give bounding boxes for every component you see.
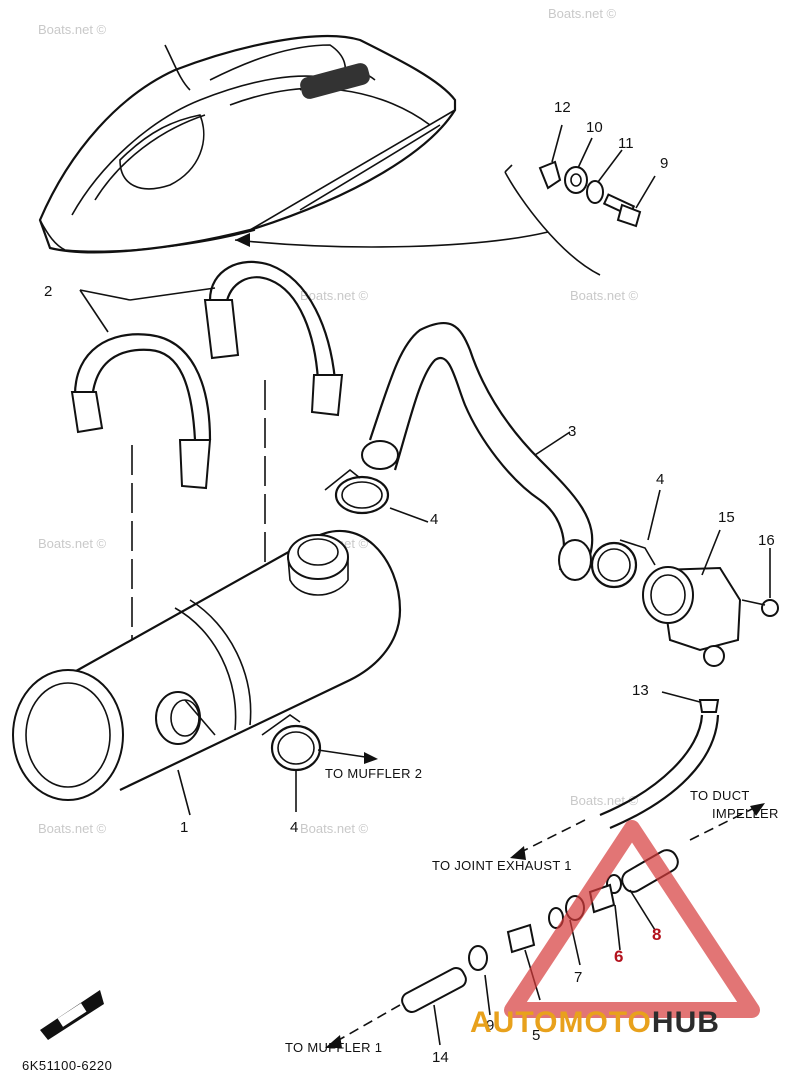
leader-line <box>234 164 601 276</box>
callout-13: 13 <box>632 682 649 699</box>
callout-4: 4 <box>430 511 438 528</box>
strap-parts <box>70 260 344 490</box>
callout-9: 9 <box>660 155 668 172</box>
callout-16: 16 <box>758 532 775 549</box>
automotohub-logo: AUTOMOTOHUB <box>470 1006 720 1040</box>
watermark: Boats.net © <box>38 22 107 37</box>
callout-7: 7 <box>574 969 582 986</box>
watermarks: Boats.net © Boats.net © Boats.net © Boat… <box>38 6 639 836</box>
diagram-part-number: 6K51100-6220 <box>22 1058 113 1073</box>
bracket-hardware-group <box>538 124 656 228</box>
watermark: Boats.net © <box>300 821 369 836</box>
small-hose <box>510 691 720 860</box>
muffler-body <box>12 529 402 816</box>
note-impeller: IMPELLER <box>712 806 779 821</box>
automotohub-triangle-logo <box>504 820 760 1018</box>
hose-clamps <box>261 468 661 812</box>
lower-fittings <box>325 803 765 1048</box>
note-to-duct: TO DUCT <box>690 788 750 803</box>
jet-ski-illustration <box>38 34 457 254</box>
alignment-lines <box>131 380 266 640</box>
front-direction-icon <box>40 990 104 1040</box>
callout-4: 4 <box>656 471 664 488</box>
callout-9: 9 <box>486 1017 494 1034</box>
note-to-muffler-1: TO MUFFLER 1 <box>285 1040 382 1055</box>
logo-text-hub: HUB <box>651 1006 720 1039</box>
watermark: Boats.net © <box>570 288 639 303</box>
watermark: Boats.net © <box>548 6 617 21</box>
note-to-joint-exhaust: TO JOINT EXHAUST 1 <box>432 858 572 873</box>
callout-3: 3 <box>568 423 576 440</box>
direction-notes: TO MUFFLER 2 TO DUCT IMPELLER TO JOINT E… <box>285 749 779 1055</box>
callout-2: 2 <box>44 283 52 300</box>
callout-14: 14 <box>432 1049 449 1066</box>
note-to-muffler-2: TO MUFFLER 2 <box>325 766 422 781</box>
logo-text-automoto: AUTOMOTO <box>470 1006 652 1039</box>
callout-labels: 1 2 3 4 4 4 5 6 7 8 9 9 10 11 12 13 14 1… <box>44 99 775 1066</box>
callout-6: 6 <box>614 947 623 966</box>
callout-5: 5 <box>532 1027 540 1044</box>
callout-8: 8 <box>652 925 661 944</box>
exhaust-joint <box>642 529 779 667</box>
callout-1: 1 <box>180 819 188 836</box>
watermark: Boats.net © <box>300 288 369 303</box>
callout-12: 12 <box>554 99 571 116</box>
exhaust-hose <box>361 321 594 581</box>
callout-10: 10 <box>586 119 603 136</box>
watermark: Boats.net © <box>38 536 107 551</box>
callout-4: 4 <box>290 819 298 836</box>
callout-11: 11 <box>618 135 634 152</box>
watermark: Boats.net © <box>38 821 107 836</box>
callout-15: 15 <box>718 509 735 526</box>
